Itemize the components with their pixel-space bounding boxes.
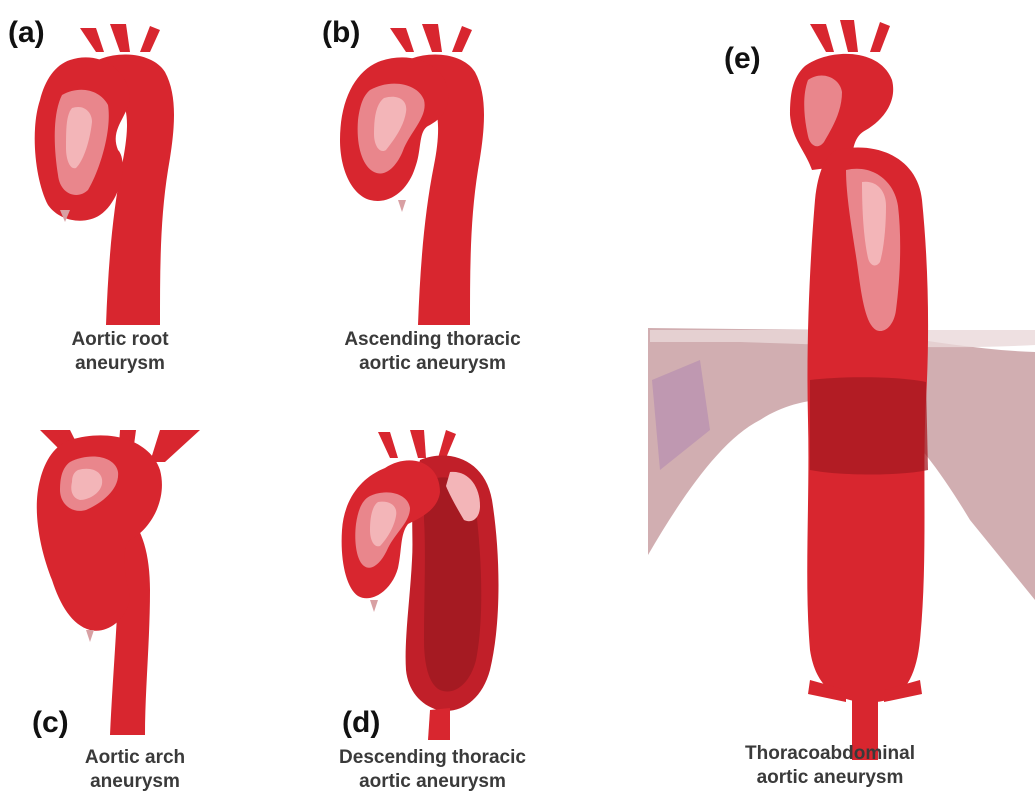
caption-b-line2: aortic aneurysm bbox=[310, 352, 555, 376]
panel-b: (b) Ascending thoracic aortic aneurysm bbox=[300, 0, 560, 400]
caption-a-line1: Aortic root bbox=[40, 328, 200, 352]
panel-letter-b: (b) bbox=[322, 18, 360, 48]
caption-e-line1: Thoracoabdominal bbox=[700, 742, 960, 766]
caption-e: Thoracoabdominal aortic aneurysm bbox=[700, 742, 960, 790]
thoracoabdominal-aneurysm-illustration bbox=[640, 0, 1035, 798]
caption-d-line1: Descending thoracic bbox=[300, 746, 565, 770]
caption-d-line2: aortic aneurysm bbox=[300, 770, 565, 794]
panel-d: (d) Descending thoracic aortic aneurysm bbox=[300, 400, 570, 798]
panel-e: (e) Thoracoabdominal aortic aneurysm bbox=[640, 0, 1035, 798]
caption-a-line2: aneurysm bbox=[40, 352, 200, 376]
caption-a: Aortic root aneurysm bbox=[40, 328, 200, 376]
panel-letter-d: (d) bbox=[342, 708, 380, 738]
caption-d: Descending thoracic aortic aneurysm bbox=[300, 746, 565, 794]
panel-a: (a) Aortic root aneurysm bbox=[0, 0, 240, 400]
panel-letter-c: (c) bbox=[32, 708, 69, 738]
caption-b-line1: Ascending thoracic bbox=[310, 328, 555, 352]
caption-c: Aortic arch aneurysm bbox=[50, 746, 220, 794]
panel-c: (c) Aortic arch aneurysm bbox=[0, 400, 240, 798]
descending-thoracic-aneurysm-illustration bbox=[300, 400, 570, 798]
panel-letter-a: (a) bbox=[8, 18, 45, 48]
panel-letter-e: (e) bbox=[724, 44, 761, 74]
caption-e-line2: aortic aneurysm bbox=[700, 766, 960, 790]
caption-c-line2: aneurysm bbox=[50, 770, 220, 794]
caption-c-line1: Aortic arch bbox=[50, 746, 220, 770]
caption-b: Ascending thoracic aortic aneurysm bbox=[310, 328, 555, 376]
